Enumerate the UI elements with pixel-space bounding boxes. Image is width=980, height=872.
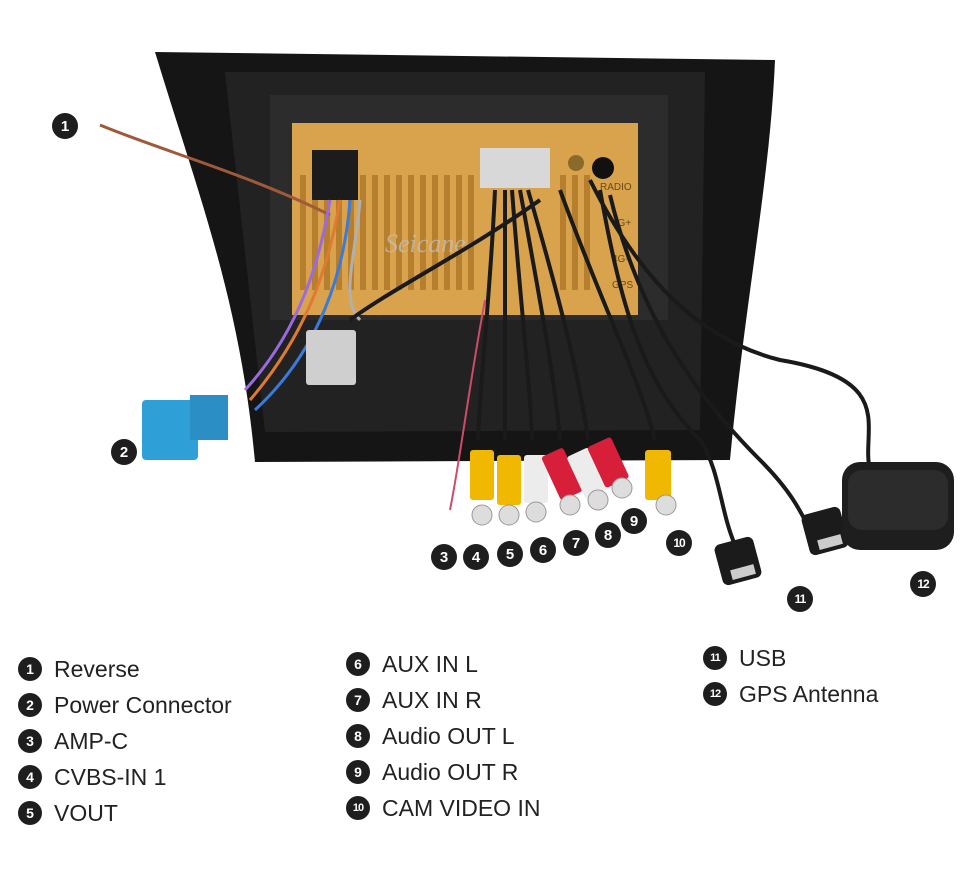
port-label-4g-minus: 4G- <box>612 254 629 265</box>
callout-2: 2 <box>111 439 137 465</box>
legend-label: CVBS-IN 1 <box>54 763 167 790</box>
legend-label: Power Connector <box>54 691 232 718</box>
product-photo: Seicane RADIO 4G+ 4G- GPS <box>99 52 954 586</box>
callout-9: 9 <box>621 508 647 534</box>
callout-5: 5 <box>497 541 523 567</box>
callout-4: 4 <box>463 544 489 570</box>
legend-item-vout: 5 VOUT <box>18 795 232 831</box>
legend-number: 6 <box>346 652 370 676</box>
main-socket <box>480 148 550 188</box>
legend-number: 11 <box>703 646 727 670</box>
legend-label: AMP-C <box>54 727 129 754</box>
legend-item-audio-out-r: 9 Audio OUT R <box>346 754 540 790</box>
legend-number: 2 <box>18 693 42 717</box>
legend-column-1: 1 Reverse 2 Power Connector 3 AMP-C 4 CV… <box>18 651 232 831</box>
watermark: Seicane <box>385 229 466 258</box>
legend-number: 3 <box>18 729 42 753</box>
legend-label: CAM VIDEO IN <box>382 794 541 821</box>
legend-item-usb: 11 USB <box>703 640 878 676</box>
legend-item-amp-c: 3 AMP-C <box>18 723 232 759</box>
callout-7: 7 <box>563 530 589 556</box>
legend-label: Audio OUT L <box>382 722 515 749</box>
legend-number: 8 <box>346 724 370 748</box>
callout-12: 12 <box>910 571 936 597</box>
legend-item-cvbs-in-1: 4 CVBS-IN 1 <box>18 759 232 795</box>
legend-item-gps-antenna: 12 GPS Antenna <box>703 676 878 712</box>
legend-item-reverse: 1 Reverse <box>18 651 232 687</box>
legend-item-aux-in-r: 7 AUX IN R <box>346 682 540 718</box>
legend-item-aux-in-l: 6 AUX IN L <box>346 646 540 682</box>
legend-column-3: 11 USB 12 GPS Antenna <box>703 640 878 712</box>
legend-number: 10 <box>346 796 370 820</box>
callout-6: 6 <box>530 537 556 563</box>
port-label-radio: RADIO <box>600 182 632 193</box>
legend-number: 12 <box>703 682 727 706</box>
callout-1: 1 <box>52 113 78 139</box>
usb-plugs <box>714 506 849 586</box>
callout-8: 8 <box>595 522 621 548</box>
legend-number: 7 <box>346 688 370 712</box>
rca-plugs <box>470 437 677 526</box>
legend-column-2: 6 AUX IN L 7 AUX IN R 8 Audio OUT L 9 Au… <box>346 646 540 826</box>
gps-antenna <box>842 462 954 550</box>
legend-number: 5 <box>18 801 42 825</box>
legend-number: 9 <box>346 760 370 784</box>
legend-number: 1 <box>18 657 42 681</box>
legend-item-power-connector: 2 Power Connector <box>18 687 232 723</box>
legend-item-cam-video-in: 10 CAM VIDEO IN <box>346 790 540 826</box>
legend-label: Audio OUT R <box>382 758 519 785</box>
legend-label: AUX IN R <box>382 686 482 713</box>
power-connector <box>142 330 356 460</box>
callout-10: 10 <box>666 530 692 556</box>
radio-port <box>568 155 584 171</box>
legend-label: GPS Antenna <box>739 680 879 707</box>
callout-11: 11 <box>787 586 813 612</box>
port-label-gps: GPS <box>612 280 633 291</box>
legend-item-audio-out-l: 8 Audio OUT L <box>346 718 540 754</box>
usb-port <box>592 157 614 179</box>
legend-label: USB <box>739 644 787 671</box>
port-label-4g-plus: 4G+ <box>612 218 631 229</box>
legend-number: 4 <box>18 765 42 789</box>
legend-label: Reverse <box>54 655 140 682</box>
callout-3: 3 <box>431 544 457 570</box>
legend-label: VOUT <box>54 799 118 826</box>
legend-label: AUX IN L <box>382 650 478 677</box>
wires <box>99 123 872 546</box>
harness-socket <box>312 150 358 200</box>
